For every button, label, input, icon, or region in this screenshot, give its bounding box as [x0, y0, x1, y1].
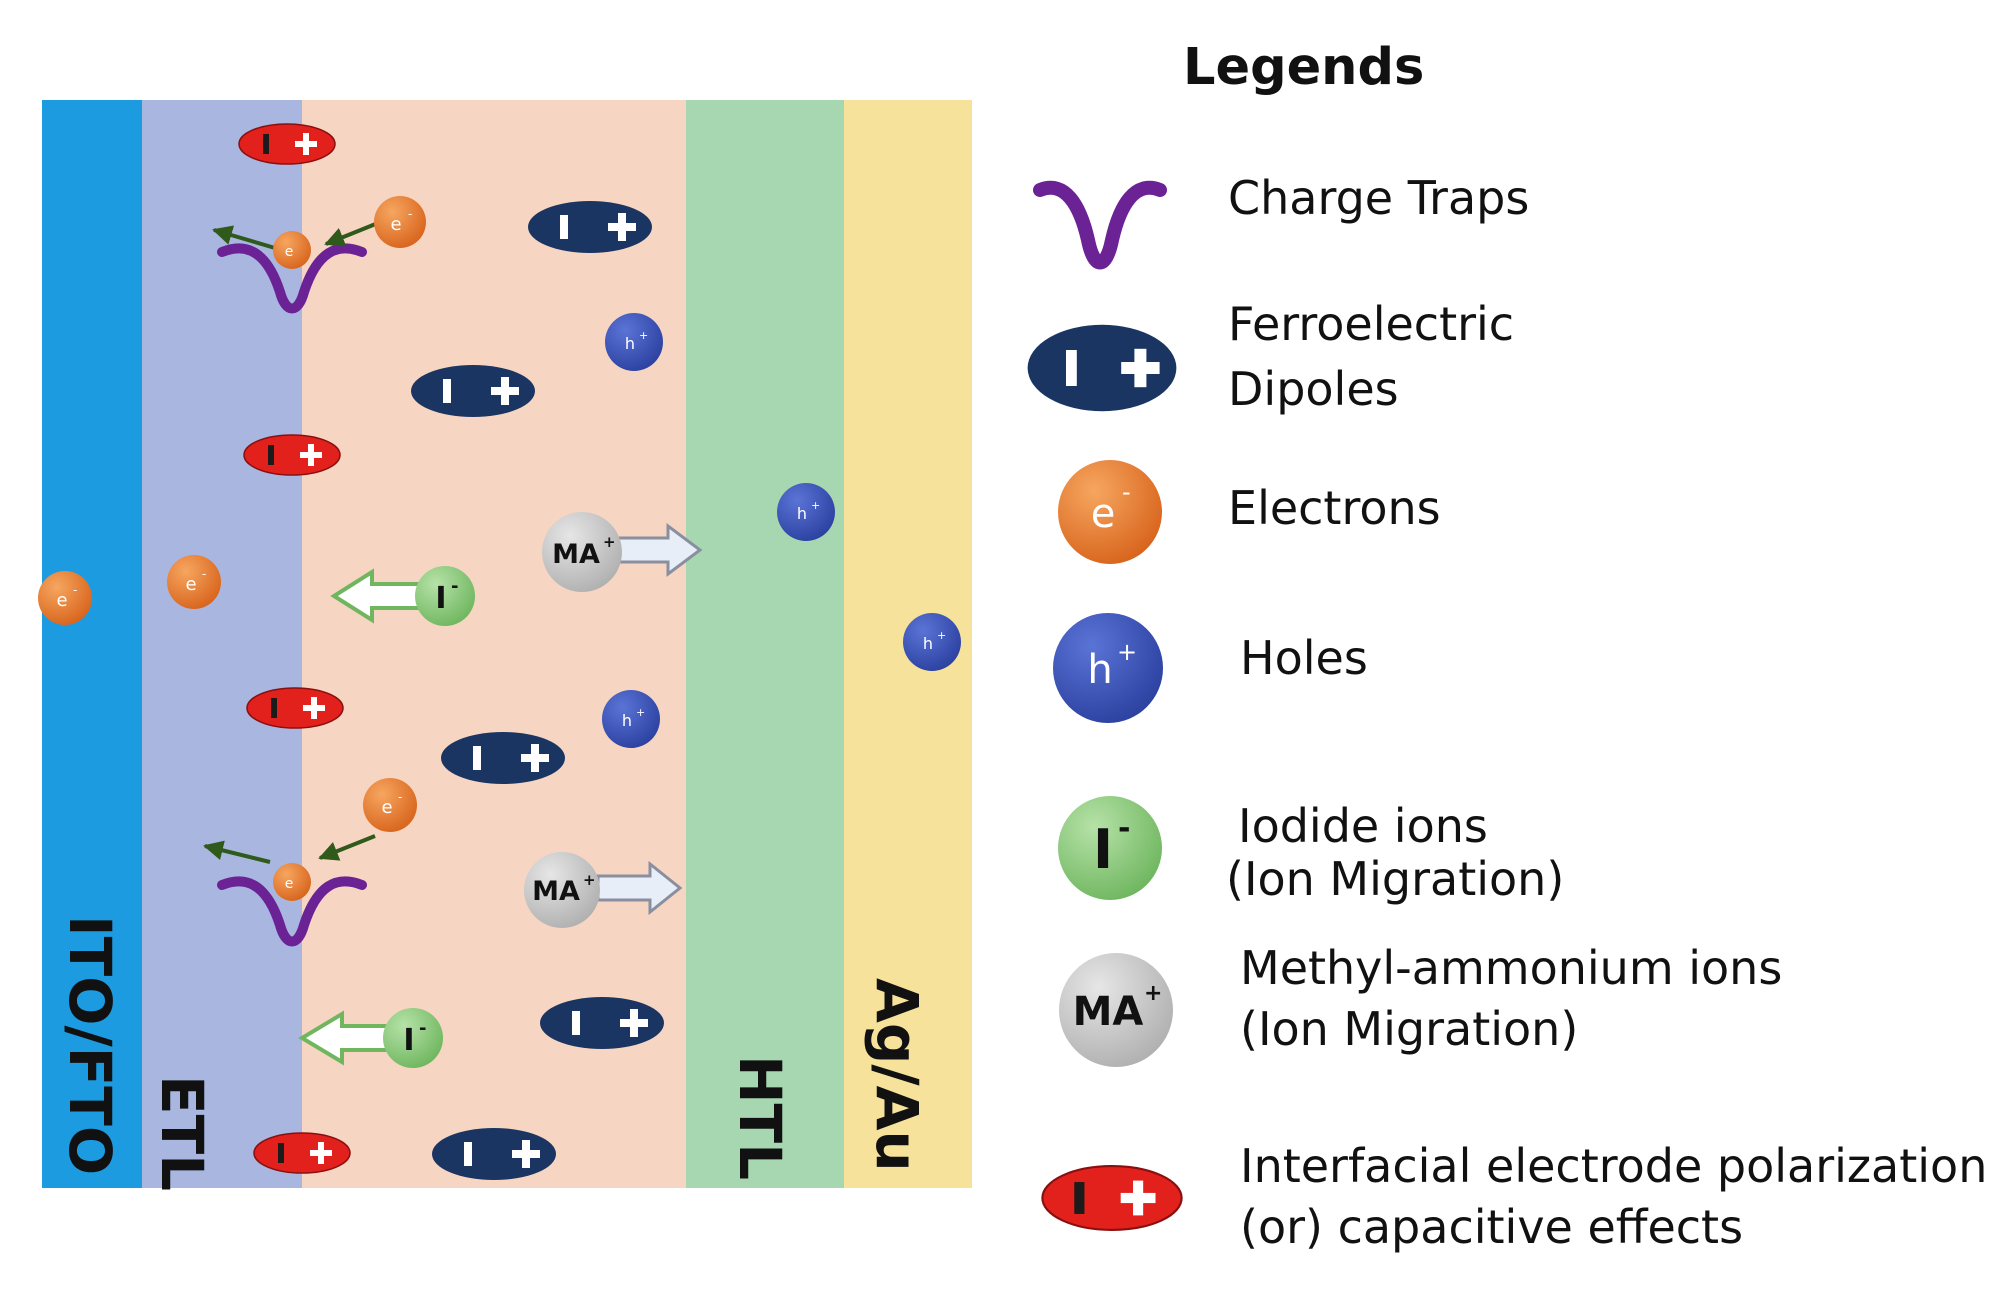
svg-text:I: I: [435, 581, 446, 616]
arrow-icon: [318, 834, 376, 861]
polarization-symbol: [243, 434, 341, 476]
svg-text:+: +: [583, 871, 596, 889]
electron-symbol: e: [273, 231, 311, 269]
ma-ion-symbol: MA +: [524, 852, 683, 928]
svg-text:+: +: [639, 329, 648, 342]
ito-fto-layer: [42, 100, 142, 1188]
polarization-symbol: [253, 1132, 351, 1174]
dipole-symbol: [411, 365, 535, 417]
legend-label-interfacial-polarization: Interfacial electrode polarization (or) …: [1240, 1139, 1988, 1254]
charge-trap-icon: [1033, 181, 1167, 270]
svg-text:-: -: [202, 567, 206, 581]
legend-title: Legends: [1183, 38, 1425, 97]
svg-text:h: h: [797, 504, 807, 523]
svg-text:e: e: [56, 590, 67, 611]
arrow-icon: [203, 840, 271, 864]
dipole-symbol: [441, 732, 565, 784]
legend-label-iodide-ions: Iodide ions (Ion Migration): [1226, 799, 1565, 906]
ferroelectric-dipole-icon: [1027, 324, 1177, 412]
hole-symbol: h +: [602, 690, 660, 748]
legend-label-holes: Holes: [1240, 631, 1368, 685]
svg-text:I: I: [1093, 818, 1113, 881]
svg-text:-: -: [1122, 478, 1131, 506]
dipole-symbol: [540, 997, 664, 1049]
svg-text:+: +: [937, 629, 946, 642]
svg-text:h: h: [923, 634, 933, 653]
hole-symbol: h +: [605, 313, 663, 371]
electron-icon: e -: [1058, 460, 1162, 564]
polarization-symbol: [246, 687, 344, 729]
svg-text:+: +: [636, 706, 645, 719]
electron-symbol: e -: [167, 555, 221, 609]
svg-text:-: -: [419, 1018, 426, 1039]
svg-text:-: -: [73, 583, 77, 597]
ma-ion-icon: MA +: [1059, 953, 1173, 1067]
svg-text:+: +: [1144, 981, 1162, 1006]
electron-symbol: e -: [38, 571, 92, 625]
svg-text:MA: MA: [532, 876, 580, 907]
iodide-ion-icon: I -: [1058, 796, 1162, 900]
svg-text:h: h: [1087, 647, 1112, 693]
ma-ion-symbol: MA +: [542, 512, 703, 592]
svg-text:MA: MA: [552, 539, 600, 570]
arrow-icon: [212, 225, 276, 250]
svg-text:e: e: [381, 797, 392, 818]
svg-text:h: h: [625, 334, 635, 353]
svg-text:+: +: [603, 533, 616, 551]
ito-fto-label: ITO/FTO: [56, 915, 124, 1175]
htl-label: HTL: [726, 1055, 794, 1180]
svg-text:-: -: [451, 576, 458, 597]
electron-symbol: e -: [374, 196, 426, 248]
etl-label: ETL: [148, 1075, 216, 1191]
etl-layer: [142, 100, 302, 1188]
polarization-symbol: [238, 123, 336, 165]
dipole-symbol: [528, 201, 652, 253]
svg-text:e: e: [1091, 491, 1116, 537]
svg-text:h: h: [622, 711, 632, 730]
hole-symbol: h +: [903, 613, 961, 671]
svg-text:MA: MA: [1073, 989, 1144, 1035]
svg-text:e: e: [185, 574, 196, 595]
ag-au-label: Ag/Au: [863, 978, 931, 1172]
electron-symbol: e -: [363, 778, 417, 832]
arrow-icon: [324, 221, 379, 247]
iodide-ion-symbol: I -: [298, 1008, 443, 1068]
svg-text:+: +: [811, 499, 820, 512]
legend-label-methyl-ammonium-ions: Methyl-ammonium ions (Ion Migration): [1240, 941, 1783, 1056]
iodide-ion-symbol: I -: [330, 566, 475, 626]
svg-text:+: +: [1117, 638, 1137, 666]
legend-label-charge-traps: Charge Traps: [1228, 171, 1530, 225]
hole-symbol: h +: [777, 483, 835, 541]
hole-icon: h +: [1053, 613, 1163, 723]
dipole-symbol: [432, 1128, 556, 1180]
polarization-icon: [1041, 1165, 1183, 1231]
legend-label-ferroelectric-dipoles: Ferroelectric Dipoles: [1228, 297, 1515, 416]
legend-label-electrons: Electrons: [1228, 481, 1441, 535]
svg-text:I: I: [403, 1023, 414, 1058]
svg-text:e: e: [285, 876, 294, 892]
svg-text:-: -: [408, 207, 412, 221]
svg-text:-: -: [398, 790, 402, 804]
electron-symbol: e: [273, 863, 311, 901]
htl-layer: [686, 100, 844, 1188]
svg-text:e: e: [285, 244, 294, 260]
svg-text:-: -: [1118, 811, 1130, 846]
svg-text:e: e: [390, 214, 401, 235]
